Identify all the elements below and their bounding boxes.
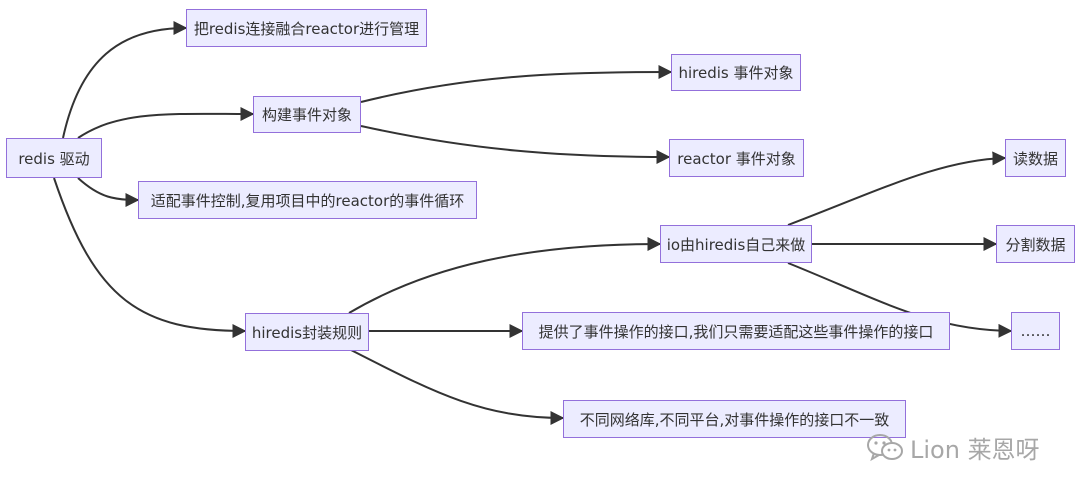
edge-driver-to-integrate [62, 21, 188, 139]
wechat-icon [866, 433, 904, 463]
node-label: hiredis 事件对象 [678, 64, 794, 82]
node-adapt-event-control: 适配事件控制,复用项目中的reactor的事件循环 [138, 181, 477, 219]
node-label: 不同网络库,不同平台,对事件操作的接口不一致 [579, 410, 890, 429]
node-label: 提供了事件操作的接口,我们只需要适配这些事件操作的接口 [538, 322, 934, 341]
node-redis-driver: redis 驱动 [6, 138, 102, 178]
node-label: 读数据 [1012, 149, 1058, 168]
node-inconsistent-interfaces: 不同网络库,不同平台,对事件操作的接口不一致 [563, 400, 906, 438]
node-io-by-hiredis: io由hiredis自己来做 [660, 225, 812, 263]
node-label: io由hiredis自己来做 [666, 235, 806, 254]
watermark-text: Lion 莱恩呀 [910, 436, 1040, 464]
node-label: …… [1020, 322, 1051, 340]
node-label: 把redis连接融合reactor进行管理 [193, 19, 420, 38]
node-label: 构建事件对象 [261, 106, 352, 124]
node-label: reactor 事件对象 [677, 149, 796, 168]
edge-driver-to-hiredis-rules [53, 177, 247, 338]
node-label: 适配事件控制,复用项目中的reactor的事件循环 [150, 191, 465, 210]
watermark: Lion 莱恩呀 [866, 430, 1040, 465]
edge-driver-to-adapt [77, 177, 140, 207]
node-label: redis 驱动 [18, 149, 90, 168]
node-hiredis-encapsulation-rules: hiredis封装规则 [245, 313, 369, 351]
node-integrate-reactor: 把redis连接融合reactor进行管理 [186, 9, 427, 47]
node-label: hiredis封装规则 [251, 323, 363, 342]
edge-io-to-read [787, 151, 1007, 226]
edge-build-to-hiredis-object [360, 65, 673, 103]
edge-build-to-reactor-object [360, 125, 671, 164]
edge-io-to-ellipsis [787, 262, 1013, 338]
node-split-data: 分割数据 [996, 225, 1075, 263]
node-reactor-event-object: reactor 事件对象 [669, 139, 804, 177]
edge-driver-to-build [77, 106, 255, 139]
node-label: 分割数据 [1005, 235, 1066, 254]
edge-rules-to-inconsistent [348, 348, 565, 425]
node-build-event-object: 构建事件对象 [253, 96, 361, 133]
node-ellipsis: …… [1011, 312, 1060, 350]
edge-rules-to-io [348, 237, 662, 314]
node-read-data: 读数据 [1005, 139, 1066, 177]
node-provides-interfaces: 提供了事件操作的接口,我们只需要适配这些事件操作的接口 [522, 312, 950, 350]
node-hiredis-event-object: hiredis 事件对象 [671, 54, 801, 91]
